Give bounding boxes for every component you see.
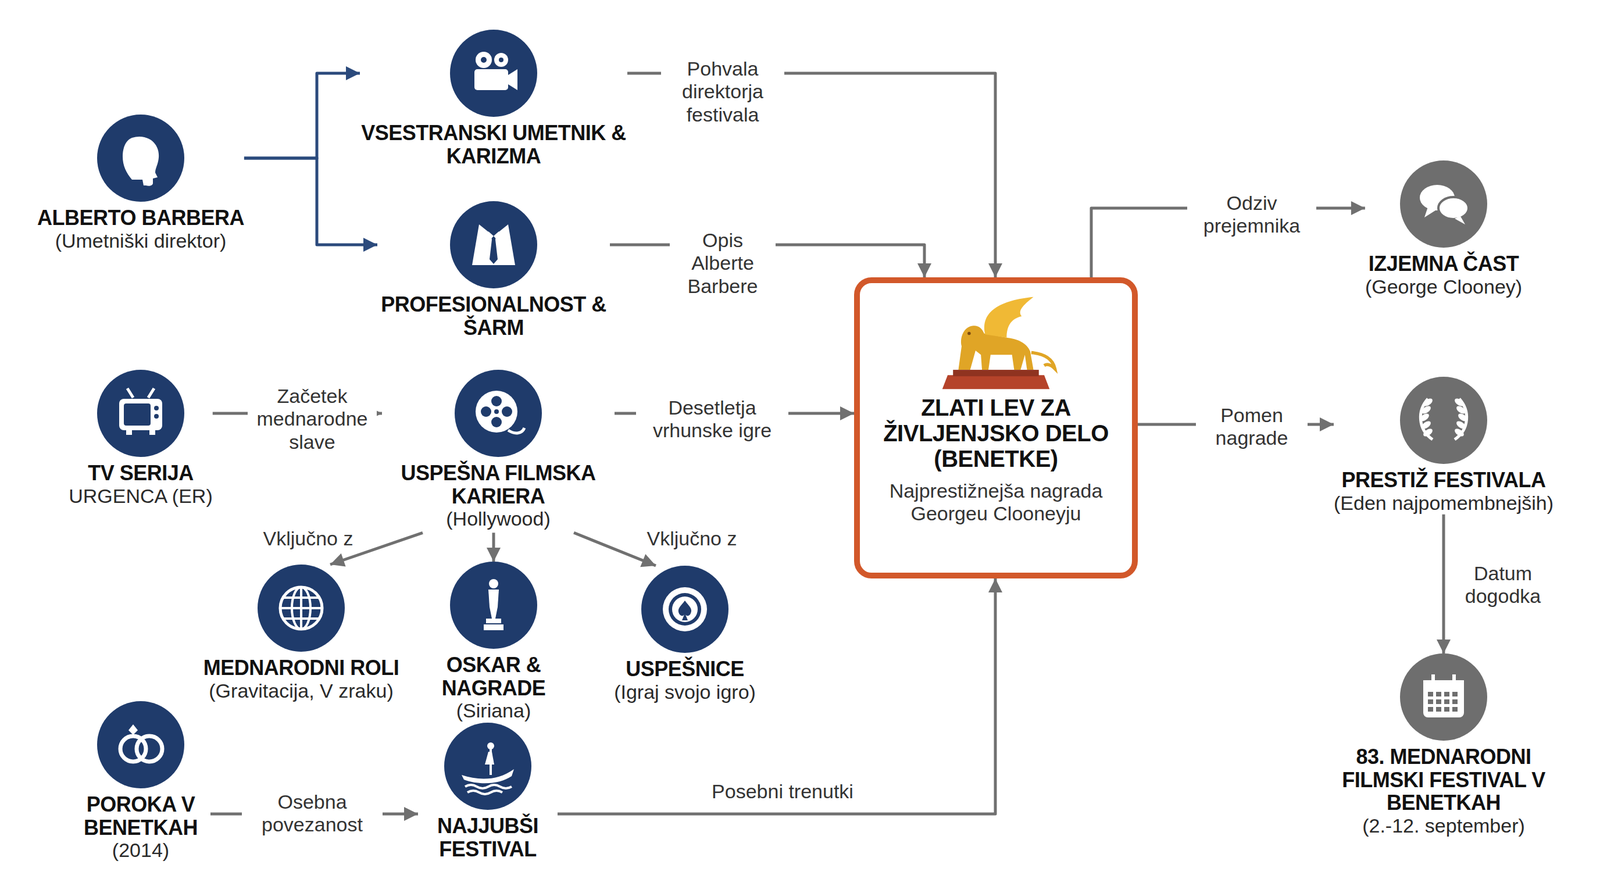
node-title: TV SERIJA	[87, 461, 194, 485]
node-icon	[1400, 376, 1488, 464]
edge-label: Desetletja vrhunske igre	[636, 395, 789, 444]
node-subtitle: URGENCA (ER)	[68, 484, 213, 508]
node-subtitle: (Eden najpomembnejših)	[1333, 491, 1554, 515]
node-title: NAJJUBŠI FESTIVAL	[418, 814, 558, 861]
node-icon	[444, 722, 532, 810]
node-subtitle: (Igraj svojo igro)	[613, 680, 756, 704]
node-title: PROFESIONALNOST & ŠARM	[377, 293, 610, 339]
icon-node: 83. MEDNARODNI FILMSKI FESTIVAL V BENETK…	[1333, 653, 1555, 838]
icon-node: TV SERIJAURGENCA (ER)	[68, 369, 213, 508]
node-title: IZJEMNA ČAST	[1368, 252, 1520, 276]
icon-node: PROFESIONALNOST & ŠARM	[377, 201, 610, 339]
edge-label: Odziv prejemnika	[1187, 190, 1317, 239]
edge-label: Vključno z	[643, 526, 741, 552]
icon-node: MEDNARODNI ROLI(Gravitacija, V zraku)	[203, 564, 400, 703]
edge-label: Opis Alberte Barbere	[669, 227, 776, 299]
node-icon	[450, 29, 538, 117]
icon-node: PRESTIŽ FESTIVALA(Eden najpomembnejših)	[1333, 376, 1554, 515]
connector	[244, 73, 360, 159]
node-icon	[454, 369, 542, 457]
node-icon	[97, 114, 185, 202]
icon-node: POROKA V BENETKAH(2014)	[70, 701, 211, 862]
edge-label: Datum dogodka	[1450, 561, 1556, 609]
icon-node: ALBERTO BARBERA(Umetniški direktor)	[37, 114, 245, 253]
node-title: ALBERTO BARBERA	[37, 206, 245, 230]
node-title: USPEŠNICE	[625, 657, 745, 681]
node-title: OSKAR & NAGRADE	[429, 653, 558, 700]
icon-node: NAJJUBŠI FESTIVAL	[418, 722, 558, 861]
edge-label: Vključno z	[259, 526, 357, 552]
edge-label: Pomen nagrade	[1195, 402, 1308, 451]
edge-label: Posebni trenutki	[708, 779, 857, 805]
node-title: PRESTIŽ FESTIVALA	[1341, 468, 1546, 492]
node-subtitle: (2014)	[112, 838, 170, 862]
node-icon	[97, 701, 185, 789]
lion-trophy	[926, 294, 1066, 392]
node-title: USPEŠNA FILMSKA KARIERA	[381, 461, 615, 508]
node-subtitle: (Gravitacija, V zraku)	[208, 679, 394, 703]
node-title: ZLATI LEV ZA ŽIVLJENJSKO DELO (BENETKE)	[873, 394, 1119, 472]
edge-label: Začetek mednarodne slave	[247, 383, 377, 455]
connector	[492, 532, 496, 562]
node-title: POROKA V BENETKAH	[70, 793, 211, 839]
node-title: MEDNARODNI ROLI	[203, 656, 400, 680]
node-icon	[1400, 653, 1488, 741]
node-title: 83. MEDNARODNI FILMSKI FESTIVAL V BENETK…	[1333, 745, 1555, 815]
award-box: ZLATI LEV ZA ŽIVLJENJSKO DELO (BENETKE) N…	[854, 277, 1138, 579]
node-subtitle: (George Clooney)	[1365, 275, 1523, 299]
icon-node: VSESTRANSKI UMETNIK & KARIZMA	[359, 29, 628, 168]
node-title: VSESTRANSKI UMETNIK & KARIZMA	[359, 121, 628, 168]
node-subtitle: (Umetniški direktor)	[55, 229, 227, 253]
node-icon	[450, 201, 538, 289]
connector	[1442, 514, 1446, 654]
connector	[557, 578, 996, 814]
icon-node: USPEŠNA FILMSKA KARIERA(Hollywood)	[381, 369, 615, 531]
node-icon	[97, 369, 185, 457]
edge-label: Osebna povezanost	[241, 789, 383, 838]
node-icon	[257, 564, 345, 652]
edge-label: Pohvala direktorja festivala	[661, 56, 785, 127]
connector	[244, 158, 378, 245]
node-subtitle: (2.-12. september)	[1362, 814, 1525, 838]
icon-node: OSKAR & NAGRADE(Siriana)	[429, 561, 558, 723]
icon-node: IZJEMNA ČAST(George Clooney)	[1365, 160, 1523, 299]
node-icon	[1400, 160, 1488, 248]
node-icon	[450, 561, 538, 649]
node-subtitle: Najprestižnejša nagrada Georgeu Clooneyj…	[873, 479, 1119, 525]
node-subtitle: (Siriana)	[456, 699, 531, 723]
node-subtitle: (Hollywood)	[445, 507, 551, 531]
icon-node: USPEŠNICE(Igraj svojo igro)	[613, 565, 756, 704]
node-icon	[641, 565, 729, 653]
